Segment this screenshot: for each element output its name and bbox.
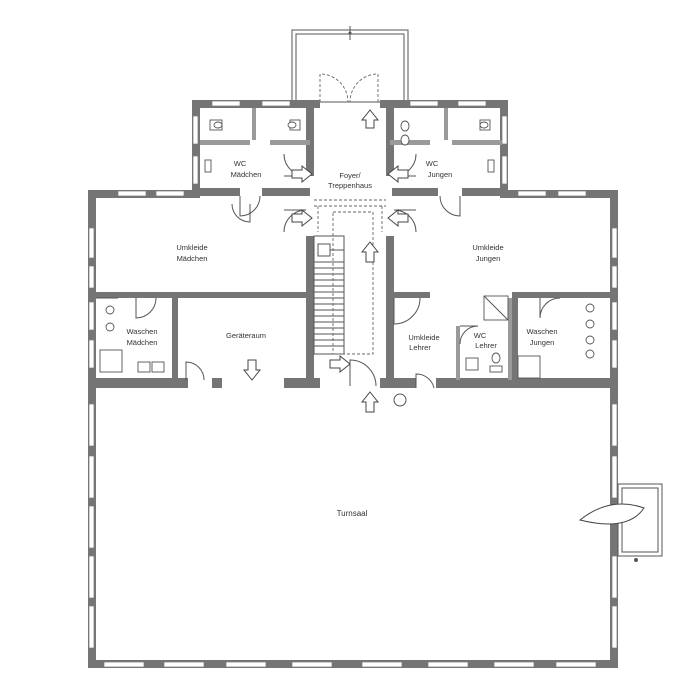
label-foyer-sub: Treppenhaus [328, 181, 372, 190]
label-geraeteraum: Geräteraum [226, 331, 266, 340]
gym-walls [88, 386, 618, 668]
interior-walls [88, 100, 618, 388]
label-waschen-maedchen-sub: Mädchen [127, 338, 158, 347]
label-umkleide-jungen: Umkleide [472, 243, 503, 252]
windows [88, 100, 618, 668]
label-waschen-jungen-sub: Jungen [530, 338, 555, 347]
label-wc-lehrer: WC [474, 331, 487, 340]
label-umkleide-maedchen-sub: Mädchen [177, 254, 208, 263]
label-umkleide-maedchen: Umkleide [176, 243, 207, 252]
sanitary-fixtures [99, 119, 595, 379]
room-labels: Foyer/ Treppenhaus WC Mädchen WC Jungen … [127, 159, 558, 518]
label-umkleide-lehrer-sub: Lehrer [409, 343, 431, 352]
label-umkleide-lehrer: Umkleide [408, 333, 439, 342]
label-wc-maedchen: WC [234, 159, 247, 168]
entrance-canopy [291, 26, 409, 103]
label-wc-jungen: WC [426, 159, 439, 168]
label-wc-lehrer-sub: Lehrer [475, 341, 497, 350]
side-exit [578, 483, 663, 562]
staircase [313, 211, 374, 355]
foyer-partition [314, 199, 386, 232]
label-waschen-maedchen: Waschen [127, 327, 158, 336]
label-waschen-jungen: Waschen [527, 327, 558, 336]
label-wc-jungen-sub: Jungen [428, 170, 453, 179]
label-umkleide-jungen-sub: Jungen [476, 254, 501, 263]
label-wc-maedchen-sub: Mädchen [231, 170, 262, 179]
label-foyer: Foyer/ [339, 171, 361, 180]
label-turnsaal: Turnsaal [337, 509, 368, 518]
escape-arrows [242, 109, 409, 413]
